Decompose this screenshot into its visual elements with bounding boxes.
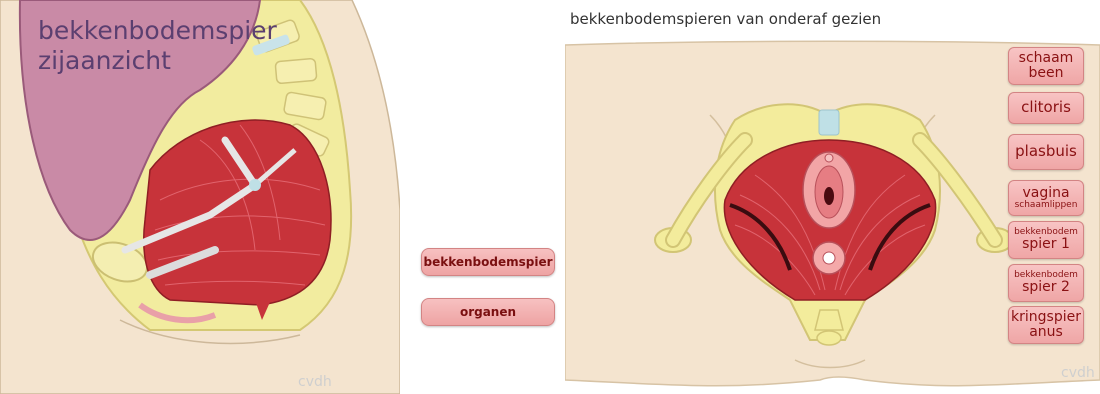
schaambeen-label-2: been [1009,66,1083,81]
credit-left: cvdh [298,374,332,390]
vagina-button[interactable]: vagina schaamlippen [1008,180,1084,216]
bottom-view-title: bekkenbodemspieren van onderaf gezien [570,10,881,28]
plasbuis-label: plasbuis [1009,144,1083,160]
bekkenbodem-spier-1-label-2: spier 1 [1009,237,1083,252]
credit-right: cvdh [1061,365,1095,381]
schaambeen-button[interactable]: schaam been [1008,47,1084,85]
side-view-illustration: bekkenbodemspier zijaanzicht cvdh [0,0,400,394]
bekkenbodem-spier-2-label-2: spier 2 [1009,280,1083,295]
kringspier-anus-label-2: anus [1009,325,1083,340]
clitoris-button[interactable]: clitoris [1008,92,1084,124]
side-view-title-line1: bekkenbodemspier [38,16,277,46]
plasbuis-button[interactable]: plasbuis [1008,134,1084,170]
bekkenbodem-spier-2-button[interactable]: bekkenbodem spier 2 [1008,264,1084,302]
bekkenbodemspier-button[interactable]: bekkenbodemspier [421,248,555,276]
kringspier-anus-label-1: kringspier [1009,310,1083,325]
clitoris-label: clitoris [1009,100,1083,116]
bekkenbodem-spier-1-button[interactable]: bekkenbodem spier 1 [1008,221,1084,259]
vagina-label-2: schaamlippen [1009,201,1083,210]
side-view-title: bekkenbodemspier zijaanzicht [38,16,277,76]
organen-button[interactable]: organen [421,298,555,326]
side-view-title-line2: zijaanzicht [38,46,277,76]
vagina-label-1: vagina [1009,186,1083,201]
schaambeen-label-1: schaam [1009,51,1083,66]
kringspier-anus-button[interactable]: kringspier anus [1008,306,1084,344]
